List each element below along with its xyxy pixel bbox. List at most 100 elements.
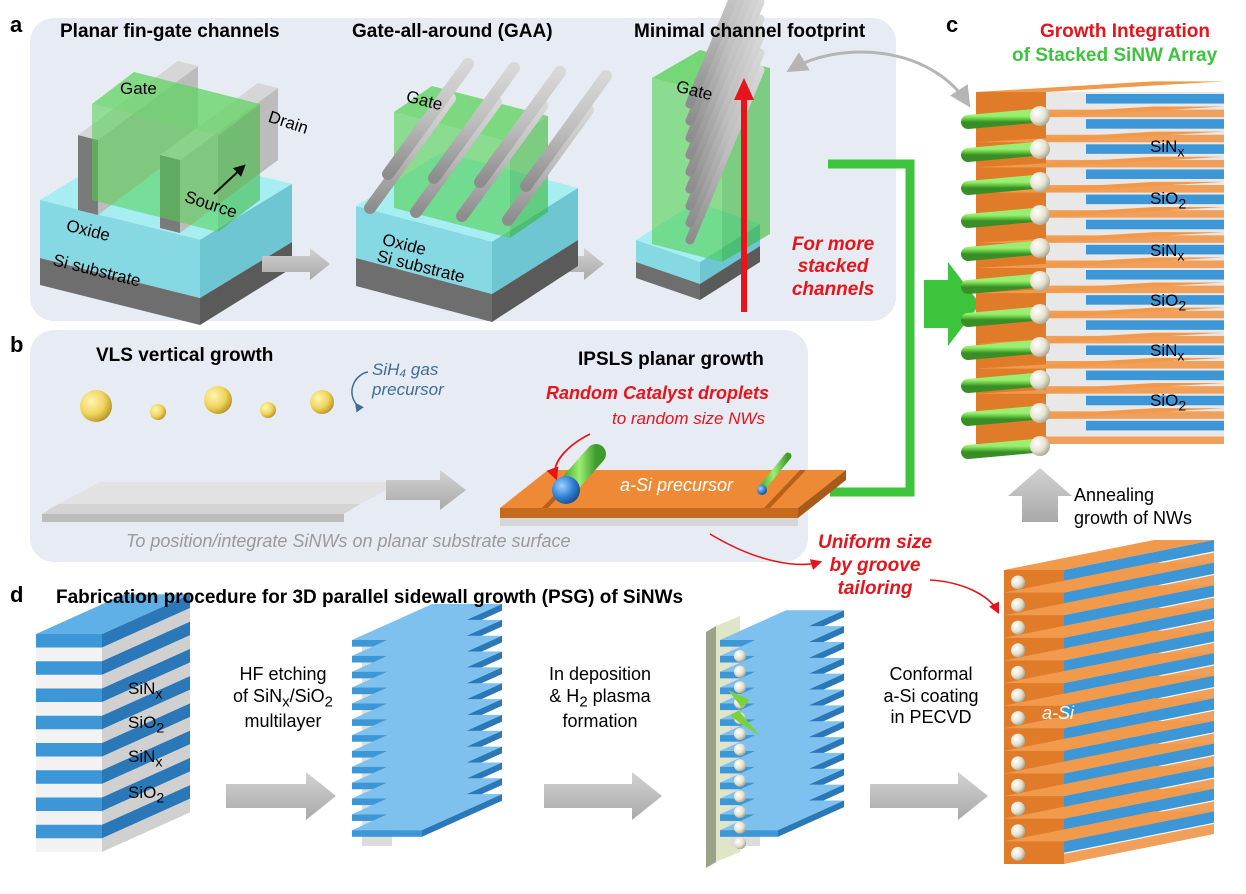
nanowire-channel: [685, 48, 765, 228]
d-layer-label: SiNx: [128, 679, 163, 703]
indium-droplet: [1011, 665, 1025, 680]
step-line: & H2 plasma: [549, 685, 651, 711]
nitride-shelf-edge: [1064, 811, 1214, 853]
asi-shelf-top: [976, 357, 1224, 369]
precursor-pointer: [351, 371, 369, 413]
c-layer-label: SiO2: [1150, 391, 1187, 415]
plasma-bolt-icon: [728, 690, 760, 736]
nitride-shelf: [1086, 270, 1224, 280]
process-arrow: [870, 772, 988, 820]
indium-droplet: [1011, 598, 1025, 613]
nitride-shelf: [1086, 395, 1224, 406]
nitride-shelf-top: [720, 800, 844, 831]
coated-stack: [1004, 540, 1214, 864]
nitride-shelf-top: [720, 689, 844, 720]
precursor-note-line: precursor: [372, 380, 444, 400]
asi-shelf-top: [1004, 630, 1214, 661]
stacked-note-line: For more: [791, 234, 875, 255]
uniform-note-line: by groove: [829, 554, 921, 576]
nitride-shelf: [1086, 144, 1224, 154]
nitride-shelf-front: [352, 830, 422, 837]
process-arrow: [544, 772, 662, 820]
title-planar-fin-gate: Planar fin-gate channels: [60, 21, 280, 42]
etched-stack: [352, 604, 502, 846]
stack-layer-side: [102, 785, 190, 839]
step-line: in PECVD: [890, 707, 972, 728]
asi-groove: [1046, 310, 1224, 319]
indium-droplet: [734, 650, 746, 662]
nanowire-channel: [685, 0, 738, 109]
indium-droplet: [734, 728, 746, 740]
asi-groove: [1046, 436, 1224, 444]
nanowire-channel: [520, 70, 612, 192]
nitride-shelf-top: [720, 752, 844, 783]
nitride-shelf: [1086, 295, 1224, 305]
nitride-shelf-top: [352, 762, 502, 799]
indium-droplet: [1011, 620, 1025, 635]
panel-d-title: Fabrication procedure for 3D parallel si…: [56, 587, 684, 608]
panel-label-c: c: [946, 12, 959, 37]
indium-layer: [706, 626, 716, 868]
c-layer-label: SiO2: [1150, 189, 1187, 213]
catalyst-droplet: [310, 390, 334, 414]
asi-shelf-top: [976, 156, 1224, 168]
nitride-shelf-edge: [1064, 720, 1214, 763]
annealing-arrow: [1008, 468, 1072, 522]
asi-shelf-top: [976, 81, 1224, 92]
sinw-nanowire: [961, 142, 1041, 162]
nitride-shelf-top: [352, 619, 502, 656]
stack-layer-front: [36, 661, 102, 675]
uniform-pointer: [709, 533, 823, 570]
d-layer-label: SiO2: [128, 783, 165, 807]
asi-groove: [1046, 285, 1224, 294]
nitride-shelf-side: [778, 800, 844, 837]
stack-layer-front: [36, 674, 102, 689]
stack-layer-front: [36, 756, 102, 771]
uniform-pointer: [929, 579, 1000, 615]
step-line: a-Si coating: [883, 685, 979, 706]
indium-droplet: [734, 790, 746, 803]
nitride-shelf-top: [352, 651, 502, 688]
catalyst-note-2: to random size NWs: [612, 409, 766, 428]
indium-droplet: [734, 806, 746, 818]
nanowire-channel: [382, 58, 474, 180]
indium-droplet: [734, 681, 746, 694]
process-arrow: [262, 248, 330, 280]
asi-shelf-top: [976, 383, 1224, 394]
catalyst-droplet: [1030, 337, 1050, 357]
nitride-shelf-top: [720, 610, 844, 640]
nitride-shelf-side: [422, 794, 502, 837]
stack-layer-front: [36, 647, 102, 662]
nitride-shelf: [1086, 320, 1224, 330]
annealing-note-line: growth of NWs: [1074, 507, 1193, 528]
stack-layer-front: [36, 770, 102, 784]
nitride-shelf-edge: [1064, 788, 1214, 831]
stack-layer-side: [102, 676, 190, 730]
title-vls: VLS vertical growth: [96, 345, 274, 366]
asi-groove: [1046, 260, 1224, 268]
indium-droplet: [1011, 846, 1025, 861]
subscript: 2: [1178, 196, 1187, 213]
stack-layer-side: [102, 594, 190, 648]
catalyst-droplet: [260, 402, 276, 418]
nitride-shelf: [1086, 169, 1224, 179]
nitride-shelf-edge: [1064, 540, 1214, 582]
nitride-shelf-edge: [1064, 630, 1214, 672]
asi-groove: [1046, 386, 1224, 394]
nitride-shelf-top: [352, 699, 502, 736]
sinw-nanowire: [961, 109, 1041, 129]
nitride-shelf-top: [352, 683, 502, 720]
nitride-shelf: [1086, 219, 1224, 230]
asi-label: a-Si: [1042, 703, 1075, 723]
nitride-shelf: [1086, 244, 1224, 255]
nitride-shelf: [1086, 119, 1224, 129]
plasma-stack: [706, 610, 844, 868]
stack-layer-side: [102, 662, 190, 716]
title-gaa: Gate-all-around (GAA): [352, 21, 553, 42]
annealing-note-line: Annealing: [1074, 485, 1155, 505]
nitride-shelf-edge: [1064, 675, 1214, 717]
asi-precursor-label: a-Si precursor: [620, 475, 734, 495]
minimal-footprint-device: [636, 0, 770, 312]
indium-droplet: [1011, 711, 1025, 726]
step-line: In deposition: [548, 664, 652, 684]
